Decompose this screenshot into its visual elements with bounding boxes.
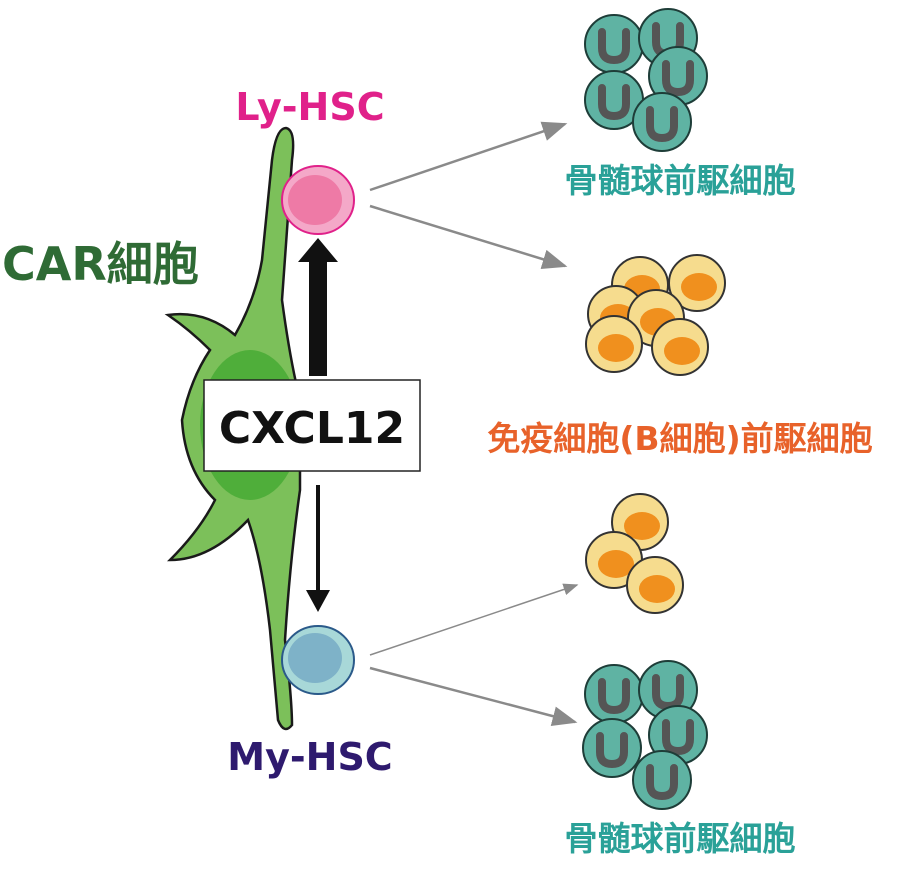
my-hsc-label: My-HSC: [227, 735, 392, 779]
cxcl12-label: CXCL12: [219, 403, 405, 454]
my-hsc-cell: [281, 625, 355, 695]
myeloid-cluster-bottom: [583, 661, 707, 809]
immune-cluster-small: [585, 493, 684, 614]
arrow-up-icon: [298, 238, 338, 376]
ly-hsc-label: Ly-HSC: [235, 85, 384, 129]
ly-hsc-cell: [281, 165, 355, 235]
differentiation-arrows: [369, 121, 579, 726]
immune-cluster: [585, 254, 726, 376]
cxcl12-box: [203, 379, 421, 472]
arrow-down-icon: [306, 485, 330, 612]
myeloid-cluster-top: [585, 9, 707, 151]
car-cell-label: CAR細胞: [2, 237, 199, 291]
myeloid-progenitor-bottom-label: 骨髄球前駆細胞: [565, 819, 796, 858]
myeloid-progenitor-top-label: 骨髄球前駆細胞: [565, 161, 796, 200]
immune-progenitor-label: 免疫細胞(B細胞)前駆細胞: [487, 419, 872, 458]
